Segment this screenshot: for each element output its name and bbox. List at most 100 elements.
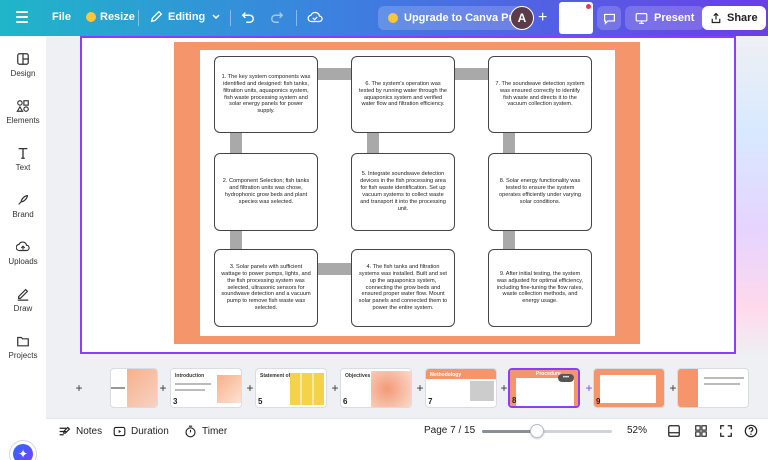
- notification-dot: [586, 4, 591, 9]
- brand-icon: [18, 195, 28, 205]
- zoom-level[interactable]: 52%: [627, 425, 648, 436]
- flow-connector: [230, 231, 242, 249]
- timer-button[interactable]: Timer: [184, 425, 227, 438]
- thumbnail-number: 6: [343, 397, 348, 406]
- page-thumbnail[interactable]: Methodology 7: [425, 368, 497, 408]
- flow-step-box[interactable]: 1. The key system components was identif…: [214, 56, 318, 133]
- text-icon: [18, 147, 28, 159]
- redo-icon[interactable]: [270, 10, 284, 24]
- decorative-gradient: [736, 36, 768, 356]
- sidebar-item-draw[interactable]: Draw: [0, 287, 46, 313]
- resize-button[interactable]: Resize: [86, 11, 135, 23]
- flow-step-box[interactable]: 7. The soundwave detection system was en…: [488, 56, 592, 133]
- page-thumbnail[interactable]: 9: [677, 368, 749, 408]
- duration-label: Duration: [131, 426, 169, 437]
- help-icon[interactable]: [744, 424, 758, 438]
- more-options-badge[interactable]: •••: [558, 374, 574, 382]
- page-thumbnail[interactable]: Objectives of Project 6: [340, 368, 412, 408]
- comments-button[interactable]: [597, 6, 621, 30]
- add-page-icon[interactable]: +: [585, 381, 593, 395]
- add-page-icon[interactable]: +: [669, 381, 677, 395]
- flow-step-box[interactable]: 6. The system's operation was tested by …: [351, 56, 455, 133]
- flow-connector: [230, 133, 242, 153]
- add-collaborator-icon[interactable]: +: [538, 9, 548, 26]
- sidebar-item-label: Draw: [13, 304, 33, 313]
- add-page-icon[interactable]: +: [416, 381, 424, 395]
- sidebar-item-label: Uploads: [8, 257, 38, 266]
- editing-mode-button[interactable]: Editing: [150, 10, 226, 23]
- hamburger-menu-icon[interactable]: [16, 11, 28, 23]
- sidebar-item-label: Projects: [8, 351, 38, 360]
- flow-connector: [503, 231, 515, 249]
- shapes-icon: [16, 100, 29, 112]
- undo-icon[interactable]: [241, 10, 255, 24]
- sidebar-item-design[interactable]: Design: [0, 52, 46, 78]
- magic-assistant-button[interactable]: ✦: [9, 440, 37, 460]
- toolbar-divider: [138, 10, 139, 26]
- add-page-icon[interactable]: +: [75, 381, 83, 395]
- page-indicator[interactable]: Page 7 / 15: [424, 425, 476, 436]
- page-thumbnail[interactable]: Introduction 3: [170, 368, 242, 408]
- page-thumbnail[interactable]: 9: [593, 368, 665, 408]
- duration-icon: [113, 426, 126, 437]
- thumbnail-title: Objectives of Project: [345, 373, 395, 379]
- file-menu-button[interactable]: File: [52, 11, 71, 23]
- sidebar-item-uploads[interactable]: Uploads: [0, 240, 46, 266]
- flow-step-box[interactable]: 4. The fish tanks and filtration systems…: [351, 249, 455, 327]
- add-page-icon[interactable]: +: [246, 381, 254, 395]
- thumbnail-title: Introduction: [175, 373, 205, 379]
- toolbar-divider: [296, 10, 297, 26]
- cloud-saved-icon[interactable]: [307, 10, 323, 24]
- share-icon: [711, 12, 721, 24]
- resize-label: Resize: [100, 11, 135, 23]
- add-page-icon[interactable]: +: [159, 381, 167, 395]
- sidebar-item-label: Brand: [12, 210, 34, 219]
- flow-connector: [318, 68, 352, 80]
- flow-step-box[interactable]: 9. After initial testing, the system was…: [488, 249, 592, 327]
- sidebar-item-label: Text: [15, 163, 31, 172]
- chevron-down-icon: [212, 13, 220, 19]
- zoom-slider-handle[interactable]: [529, 424, 544, 438]
- present-button[interactable]: Present: [625, 6, 705, 30]
- sidebar-item-elements[interactable]: Elements: [0, 99, 46, 125]
- zoom-slider-track[interactable]: [482, 430, 612, 433]
- flow-step-text: 7. The soundwave detection system was en…: [495, 80, 585, 108]
- present-icon: [635, 12, 648, 24]
- sidebar-item-text[interactable]: Text: [0, 146, 46, 172]
- sidebar-item-projects[interactable]: Projects: [0, 334, 46, 360]
- flow-step-text: 2. Component Selection; fish tanks and f…: [222, 178, 310, 205]
- bottom-toolbar: [46, 418, 768, 460]
- flow-step-text: 6. The system's operation was tested by …: [358, 80, 447, 108]
- page-thumbnail-selected[interactable]: Procedure ••• 8: [508, 368, 580, 408]
- pages-view-icon[interactable]: [694, 424, 708, 438]
- add-page-icon[interactable]: +: [331, 381, 339, 395]
- notes-label: Notes: [76, 426, 103, 437]
- thumbnail-title: Procedure: [536, 371, 561, 377]
- flow-step-box[interactable]: 5. Integrate soundwave detection devices…: [351, 153, 455, 231]
- thumbnail-number: 7: [428, 397, 433, 406]
- page-thumbnail[interactable]: [110, 368, 158, 408]
- flow-step-box[interactable]: 8. Solar energy functionality was tested…: [488, 153, 592, 231]
- notification-box[interactable]: [559, 2, 593, 34]
- duration-button[interactable]: Duration: [113, 425, 169, 438]
- thumbnail-title: Methodology: [430, 372, 462, 378]
- pen-icon: [17, 288, 29, 301]
- flow-step-text: 8. Solar energy functionality was tested…: [499, 178, 581, 205]
- flow-step-text: 3. Solar panels with sufficient wattage …: [221, 263, 311, 312]
- flow-step-box[interactable]: 2. Component Selection; fish tanks and f…: [214, 153, 318, 231]
- notes-button[interactable]: Notes: [58, 425, 102, 438]
- thumbnail-number: 8: [512, 396, 517, 405]
- sidebar-item-brand[interactable]: Brand: [0, 193, 46, 219]
- page-thumbnail[interactable]: Statement of the Problem 5: [255, 368, 327, 408]
- fullscreen-icon[interactable]: [719, 424, 733, 438]
- add-page-icon[interactable]: +: [500, 381, 508, 395]
- user-avatar[interactable]: A: [510, 6, 534, 30]
- upgrade-button[interactable]: Upgrade to Canva Pro: [378, 6, 530, 30]
- share-button[interactable]: Share: [702, 6, 766, 30]
- flow-step-text: 9. After initial testing, the system was…: [496, 270, 584, 305]
- flow-step-box[interactable]: 3. Solar panels with sufficient wattage …: [214, 249, 318, 327]
- flow-step-text: 5. Integrate soundwave detection devices…: [360, 171, 446, 212]
- flow-connector: [318, 263, 352, 275]
- thumbnail-number: 5: [258, 397, 263, 406]
- grid-view-icon[interactable]: [667, 424, 681, 438]
